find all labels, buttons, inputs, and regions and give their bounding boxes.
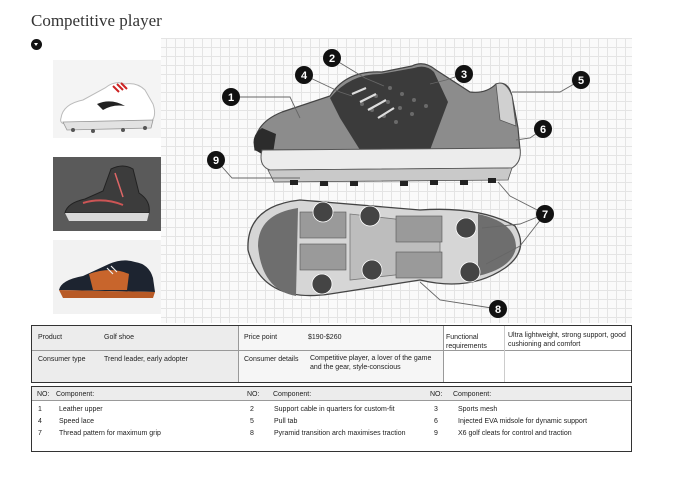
photo-white-golf-shoe [53,60,161,138]
component-header: Component: [453,391,492,398]
component-number: 7 [38,430,42,437]
product-label: Product [38,334,63,341]
collapse-icon[interactable] [31,39,42,50]
svg-text:7: 7 [542,209,548,221]
no-header: NO: [247,391,260,398]
component-number: 4 [38,418,42,425]
component-number: 1 [38,406,42,413]
component-number: 2 [250,406,254,413]
component-number: 3 [434,406,438,413]
component-text: Pull tab [274,418,298,425]
svg-text:3: 3 [461,69,467,81]
component-text: Injected EVA midsole for dynamic support [458,418,588,425]
consumer-type-value: Trend leader, early adopter [104,356,188,363]
svg-text:4: 4 [301,70,308,82]
callout-6-icon: 6 [534,120,552,138]
component-number: 6 [434,418,438,425]
component-number: 5 [250,418,254,425]
consumer-type-label: Consumer type [38,356,86,363]
callout-8-icon: 8 [489,300,507,318]
component-text: Sports mesh [458,406,498,413]
product-info-table: Product Golf shoe Price point $190-$260 … [31,325,632,383]
component-header: Component: [56,391,95,398]
component-number: 9 [434,430,438,437]
component-header: Component: [273,391,312,398]
shoe-side-view [253,63,521,186]
photo-saddle-shoe [53,240,161,314]
svg-text:2: 2 [329,53,335,65]
callout-1-icon: 1 [222,88,240,106]
callout-5-icon: 5 [572,71,590,89]
components-header [32,387,631,401]
consumer-details-value: Competitive player, a lover of the game … [310,355,432,371]
shoe-sole-view [247,199,522,297]
component-text: Pyramid transition arch maximises tracti… [274,430,406,437]
callout-4-icon: 4 [295,66,313,84]
svg-text:9: 9 [213,155,219,167]
svg-text:8: 8 [495,304,501,316]
component-number: 8 [250,430,254,437]
no-header: NO: [430,391,443,398]
svg-text:1: 1 [228,92,234,104]
price-value: $190-$260 [308,334,342,341]
consumer-details-label: Consumer details [244,356,299,363]
component-text: Leather upper [59,406,103,413]
component-text: X6 golf cleats for control and traction [458,430,572,437]
svg-text:6: 6 [540,124,546,136]
functional-value: Ultra lightweight, strong support, good … [508,332,626,348]
no-header: NO: [37,391,50,398]
page-title: Competitive player [31,11,162,30]
callout-3-icon: 3 [455,65,473,83]
callout-7-icon: 7 [536,205,554,223]
component-text: Support cable in quarters for custom-fit [274,406,395,413]
price-label: Price point [244,334,278,341]
component-text: Thread pattern for maximum grip [59,430,161,437]
component-text: Speed lace [59,418,95,425]
components-table: NO: Component: NO: Component: NO: Compon… [31,386,632,452]
functional-label: Functional requirements [446,334,487,350]
svg-text:5: 5 [578,75,584,87]
callout-2-icon: 2 [323,49,341,67]
photo-dark-boot [53,157,161,231]
callout-9-icon: 9 [207,151,225,169]
product-value: Golf shoe [104,334,134,341]
